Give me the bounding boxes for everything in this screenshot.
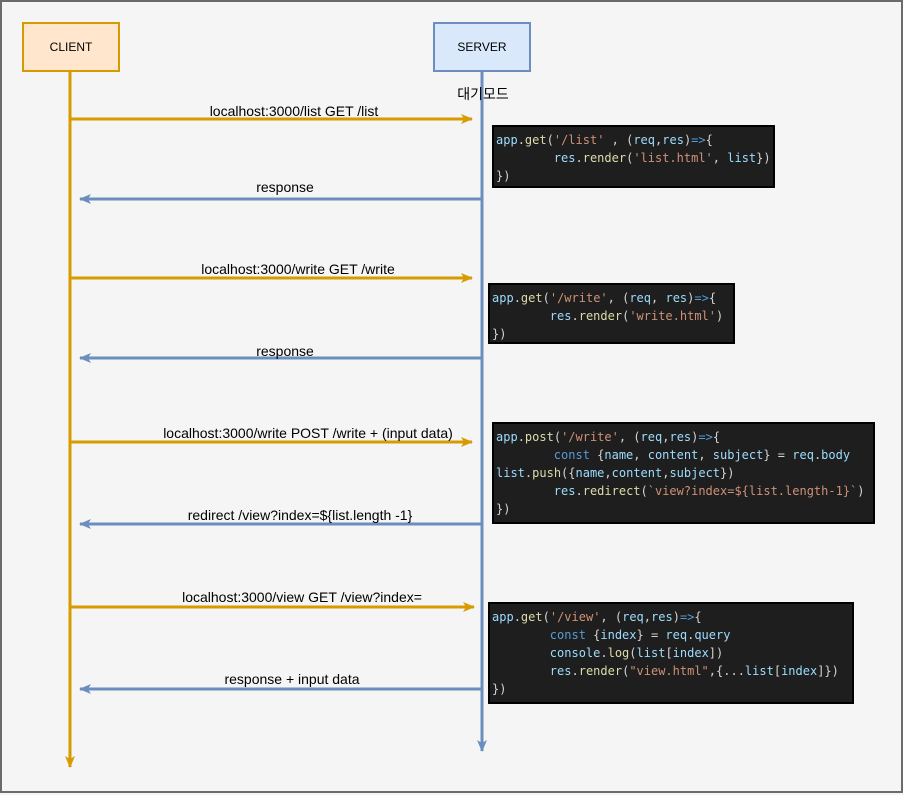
client-actor-label: CLIENT: [49, 40, 93, 54]
message-label-5: localhost:3000/write POST /write + (inpu…: [163, 425, 453, 441]
server-state-label: 대기모드: [457, 86, 509, 102]
code-block-view: app.get('/view', (req,res)=>{ const {ind…: [488, 602, 854, 704]
message-label-2: response: [256, 179, 314, 195]
code-block-list: app.get('/list' , (req,res)=>{ res.rende…: [492, 125, 775, 188]
server-actor: SERVER: [433, 22, 531, 72]
code-block-view-text: app.get('/view', (req,res)=>{ const {ind…: [492, 610, 839, 696]
message-label-6: redirect /view?index=${list.length -1}: [187, 507, 413, 523]
code-block-write-post-text: app.post('/write', (req,res)=>{ const {n…: [496, 430, 865, 516]
code-block-write-get-text: app.get('/write', (req, res)=>{ res.rend…: [492, 291, 724, 341]
message-label-3: localhost:3000/write GET /write: [201, 261, 395, 277]
code-block-list-text: app.get('/list' , (req,res)=>{ res.rende…: [496, 133, 771, 183]
code-block-write-get: app.get('/write', (req, res)=>{ res.rend…: [488, 283, 735, 344]
code-block-write-post: app.post('/write', (req,res)=>{ const {n…: [492, 422, 875, 524]
message-label-1: localhost:3000/list GET /list: [209, 103, 379, 119]
client-actor: CLIENT: [22, 22, 120, 72]
message-label-8: response + input data: [224, 671, 360, 687]
message-label-7: localhost:3000/view GET /view?index=: [182, 589, 422, 605]
message-label-4: response: [256, 343, 314, 359]
server-actor-label: SERVER: [457, 40, 507, 54]
